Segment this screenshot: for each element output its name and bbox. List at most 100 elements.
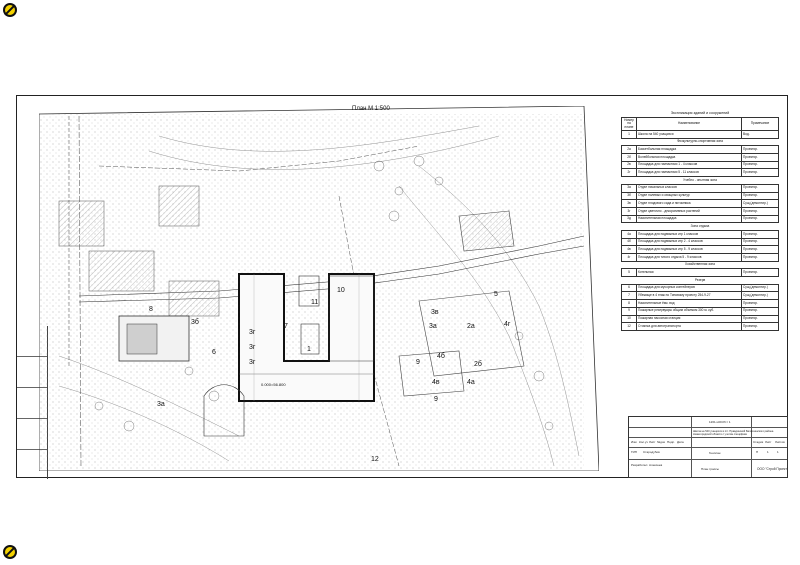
- row-note: Проектир.: [741, 153, 779, 162]
- row-note: Проектир.: [741, 206, 779, 216]
- stage-value: 1: [777, 450, 779, 454]
- stage-header: Листов: [775, 440, 785, 444]
- plan-zone-label: 6: [212, 349, 216, 356]
- row-name: Школа на 540 учащихся: [636, 130, 742, 139]
- plan-zone-label: 5: [494, 291, 498, 298]
- company-name: ООО "Строй Проект": [757, 467, 789, 471]
- row-name: Площадка для гимнастики 1 - 4 классов: [636, 160, 742, 170]
- row-note: Проектир.: [741, 299, 779, 308]
- row-number: 10: [621, 314, 637, 324]
- row-number: 3б: [621, 191, 637, 201]
- plan-zone-label: 8: [149, 306, 153, 313]
- row-name: Площадка для подвижных игр 2 - 4 классов: [636, 237, 742, 247]
- header-name: Наименование: [636, 117, 742, 131]
- plan-zone-label: 4в: [432, 379, 440, 386]
- header-number: Номер на плане: [621, 117, 637, 131]
- row-number: 2б: [621, 153, 637, 162]
- row-name: Площадка для подвижных игр 1 классов: [636, 229, 742, 239]
- row-note: Вод.: [741, 130, 779, 139]
- row-note: Проектир.: [741, 229, 779, 239]
- zone-title: Хозяйственная зона: [621, 260, 779, 270]
- row-number: 3в: [621, 199, 637, 208]
- zone-header-row: Резерв: [621, 276, 779, 285]
- stage-header: Стадия: [753, 440, 764, 444]
- plan-zone-label: 4г: [504, 321, 511, 328]
- explication-title: Экспликация зданий и сооружений: [670, 111, 730, 115]
- developer-name: Алексеев: [649, 463, 663, 467]
- row-name: Отдел плодового сада и питомника: [636, 199, 742, 208]
- row-name: Баскетбольная площадка: [636, 145, 742, 155]
- zone-title: Зона отдыха: [621, 222, 779, 231]
- plan-zone-label: 9: [416, 359, 420, 366]
- row-name: Стоянка для автотранспорта: [636, 322, 742, 331]
- row-name: Площадка для мусорных контейнеров: [636, 283, 742, 293]
- plan-zone-label: 2б: [474, 360, 482, 368]
- row-number: 4б: [621, 237, 637, 247]
- explication-table: Экспликация зданий и сооружений Номер на…: [621, 111, 779, 331]
- row-label: Подп.: [667, 440, 675, 444]
- row-note: Проектир.: [741, 268, 779, 278]
- row-note: Проектир.: [741, 214, 779, 224]
- plan-zone-label: 3г: [249, 344, 256, 351]
- plan-zone-label: 3г: [249, 329, 256, 336]
- plan-zone-label: 2а: [467, 323, 475, 330]
- plan-zone-label: 10: [337, 287, 345, 294]
- no-entry-icon: [3, 545, 17, 559]
- row-name: Площадка для тихого отдыха 5 - 9 классов: [636, 253, 742, 262]
- no-entry-icon: [3, 3, 17, 17]
- row-name: Пожарная насосная станция: [636, 314, 742, 324]
- plan-zone-label: 11: [311, 299, 318, 306]
- row-number: 12: [621, 322, 637, 331]
- plan-zone-label: 9: [434, 396, 438, 403]
- row-label: Дата: [677, 440, 684, 444]
- stage-value: 1: [767, 450, 769, 454]
- row-number: 8: [621, 299, 637, 308]
- plan-zone-label: 4а: [467, 379, 475, 386]
- row-number: 9: [621, 306, 637, 316]
- row-note: Проектир.: [741, 322, 779, 331]
- row-note: Проектир.: [741, 253, 779, 262]
- row-name: Накопительная площадка: [636, 214, 742, 224]
- gip-name: Стародубов: [643, 450, 660, 454]
- zone-header-row: Зона отдыха: [621, 222, 779, 231]
- row-number: 2а: [621, 145, 637, 155]
- stage-header: Лист: [765, 440, 772, 444]
- gip-label: ГИП: [631, 450, 637, 454]
- row-name: Отдел начальных классов: [636, 183, 742, 193]
- row-name: Котельная: [636, 268, 742, 278]
- project-code: 1261-НОСЮ / 1: [709, 420, 731, 424]
- row-note: Проектир.: [741, 306, 779, 316]
- row-note: Сущ.(демонтир.): [741, 283, 779, 293]
- plan-zone-label: 3а: [157, 401, 165, 408]
- title-block: 1261-НОСЮ / 1 Школа на 540 учащихся в пг…: [628, 416, 788, 478]
- zone-header-row: Учебно - опытная зона: [621, 176, 779, 185]
- row-name: Накопительные ёмк. вод: [636, 299, 742, 308]
- plan-zone-label: 3а: [429, 323, 437, 330]
- row-number: 3г: [621, 206, 637, 216]
- plan-zone-label: 3б: [191, 318, 199, 326]
- row-name: Волейбольная площадка: [636, 153, 742, 162]
- plan-zone-label: 7: [284, 323, 288, 330]
- row-name: Убежище в 4 этаж по Типовому проекту 254…: [636, 291, 742, 301]
- row-name: Пожарные резервуары общим объемом 300 м.…: [636, 306, 742, 316]
- row-label: Лист: [649, 440, 656, 444]
- row-number: 6: [621, 283, 637, 293]
- elevation-label: 0.000=56.800: [261, 382, 286, 387]
- row-note: Проектир.: [741, 245, 779, 254]
- plan-zone-label: 3в: [431, 309, 439, 316]
- row-number: 7: [621, 291, 637, 301]
- sheet-name: Генплан: [709, 451, 721, 455]
